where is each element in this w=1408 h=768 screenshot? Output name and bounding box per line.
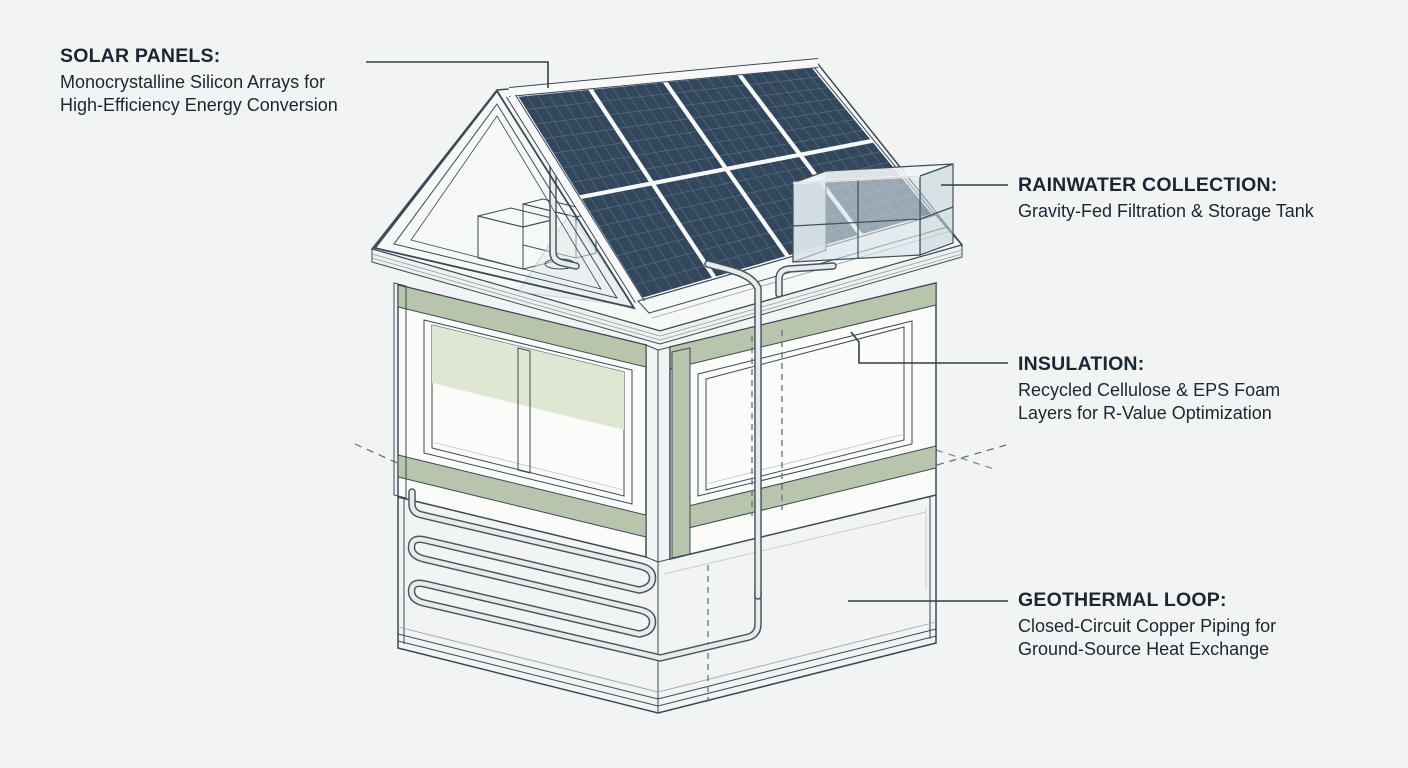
roof-rake-edge [506, 93, 645, 305]
solar-panels-description: Monocrystalline Silicon Arrays for High-… [60, 72, 338, 115]
right-window [697, 320, 913, 516]
solar-leader-line [366, 61, 549, 88]
interior-wall-panel [432, 325, 624, 430]
insulation-band-top-right [669, 282, 937, 370]
gable-rafters [373, 89, 636, 310]
downpipe [704, 260, 762, 600]
insulation-title: INSULATION: [1018, 353, 1145, 375]
insulation-leader-line [850, 331, 1008, 364]
wall-section [393, 282, 937, 563]
insulation-cut-edge [671, 347, 691, 559]
foundation [397, 495, 937, 714]
tank-outlet-pipe [775, 262, 837, 298]
right-wall [669, 282, 937, 560]
solar-panels-label: SOLAR PANELS: Monocrystalline Silicon Ar… [60, 45, 365, 117]
insulation-label: INSULATION: Recycled Cellulose & EPS Foa… [1018, 353, 1308, 425]
rainwater-collection-description: Gravity-Fed Filtration & Storage Tank [1018, 201, 1314, 221]
tank-water-level [792, 218, 921, 227]
geothermal-loop-pipes [407, 488, 762, 662]
left-wall-edge-trim [393, 282, 407, 499]
solar-panels-title: SOLAR PANELS: [60, 45, 221, 67]
attic-slab-edge [371, 244, 963, 345]
geothermal-loop-title: GEOTHERMAL LOOP: [1018, 589, 1227, 611]
rainwater-collection-title: RAINWATER COLLECTION: [1018, 174, 1278, 196]
left-wall [393, 282, 647, 558]
insulation-description: Recycled Cellulose & EPS Foam Layers for… [1018, 380, 1281, 423]
left-window [423, 319, 633, 505]
rainwater-tank [792, 163, 954, 263]
corner-post [645, 344, 671, 563]
leader-lines [366, 61, 1008, 602]
roof-ridge-cap [508, 58, 819, 97]
geothermal-loop-description: Closed-Circuit Copper Piping for Ground-… [1018, 616, 1277, 659]
gable-glazing [517, 212, 635, 307]
window-mullion [517, 347, 531, 474]
rainwater-collection-label: RAINWATER COLLECTION: Gravity-Fed Filtra… [1018, 174, 1314, 223]
geothermal-loop-label: GEOTHERMAL LOOP: Closed-Circuit Copper P… [1018, 589, 1318, 661]
ground-grade-line [354, 443, 1007, 470]
